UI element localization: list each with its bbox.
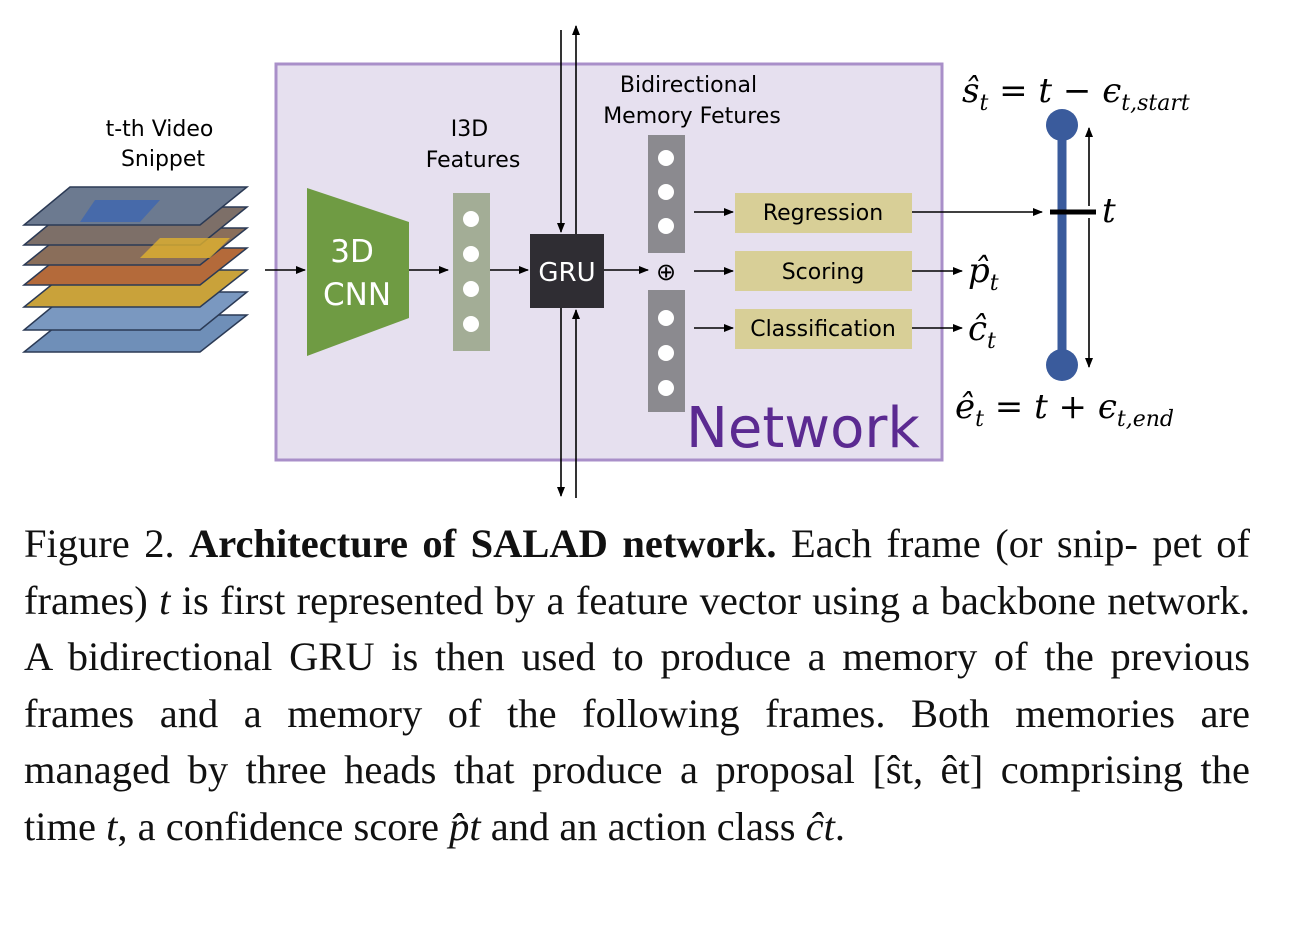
figure-caption: Figure 2. Architecture of SALAD network.… — [24, 516, 1250, 855]
caption-score: p̂t — [449, 803, 481, 849]
scoring-label: Scoring — [782, 260, 865, 285]
figure-number: Figure 2. — [24, 521, 175, 566]
caption-proposal: [ŝt, êt] — [872, 747, 984, 792]
start-formula: ŝt = t − ϵt,start — [962, 71, 1190, 116]
end-point — [1046, 349, 1078, 381]
regression-head — [735, 193, 912, 233]
input-label: t-th Video Snippet — [106, 117, 221, 172]
memory-column-past — [648, 135, 685, 253]
end-formula: êt = t + ϵt,end — [955, 387, 1174, 432]
time-label: t — [1102, 191, 1116, 231]
cnn-label: 3D CNN — [323, 234, 391, 313]
network-label: Network — [686, 396, 920, 461]
caption-end: . — [834, 803, 845, 849]
architecture-diagram: Network t-th Video Snippet 3D CNN I3D Fe… — [21, 25, 1190, 498]
classification-head — [735, 309, 912, 349]
caption-var-t-2: t — [106, 803, 118, 849]
caption-text-2: is first represented by a feature vector… — [24, 577, 1251, 793]
start-point — [1046, 109, 1078, 141]
gru-block — [530, 234, 604, 308]
cnn-block — [307, 188, 409, 356]
figure-title: Architecture of SALAD network. — [189, 521, 777, 566]
i3d-feature-column — [453, 193, 490, 351]
memory-label: Bidirectional Memory Fetures — [603, 73, 781, 129]
regression-label: Regression — [763, 201, 883, 226]
caption-text-4: , a confidence score — [117, 803, 439, 849]
gru-label: GRU — [538, 258, 595, 288]
i3d-label: I3D Features — [426, 117, 521, 173]
memory-column-future — [648, 290, 685, 412]
caption-var-t: t — [159, 577, 171, 623]
classification-label: Classification — [750, 317, 896, 342]
caption-text-5: and an action class — [490, 803, 796, 849]
caption-class: ĉt — [805, 803, 835, 849]
score-output: p̂t — [968, 251, 999, 296]
video-snippet-stack — [21, 186, 250, 353]
class-output: ĉt — [968, 309, 996, 354]
caption-text-1: Each frame (or snip- pet of frames) — [24, 521, 1251, 623]
caption-text-3: comprising the time — [24, 747, 1250, 849]
concat-symbol: ⊕ — [656, 258, 676, 286]
scoring-head — [735, 251, 912, 291]
